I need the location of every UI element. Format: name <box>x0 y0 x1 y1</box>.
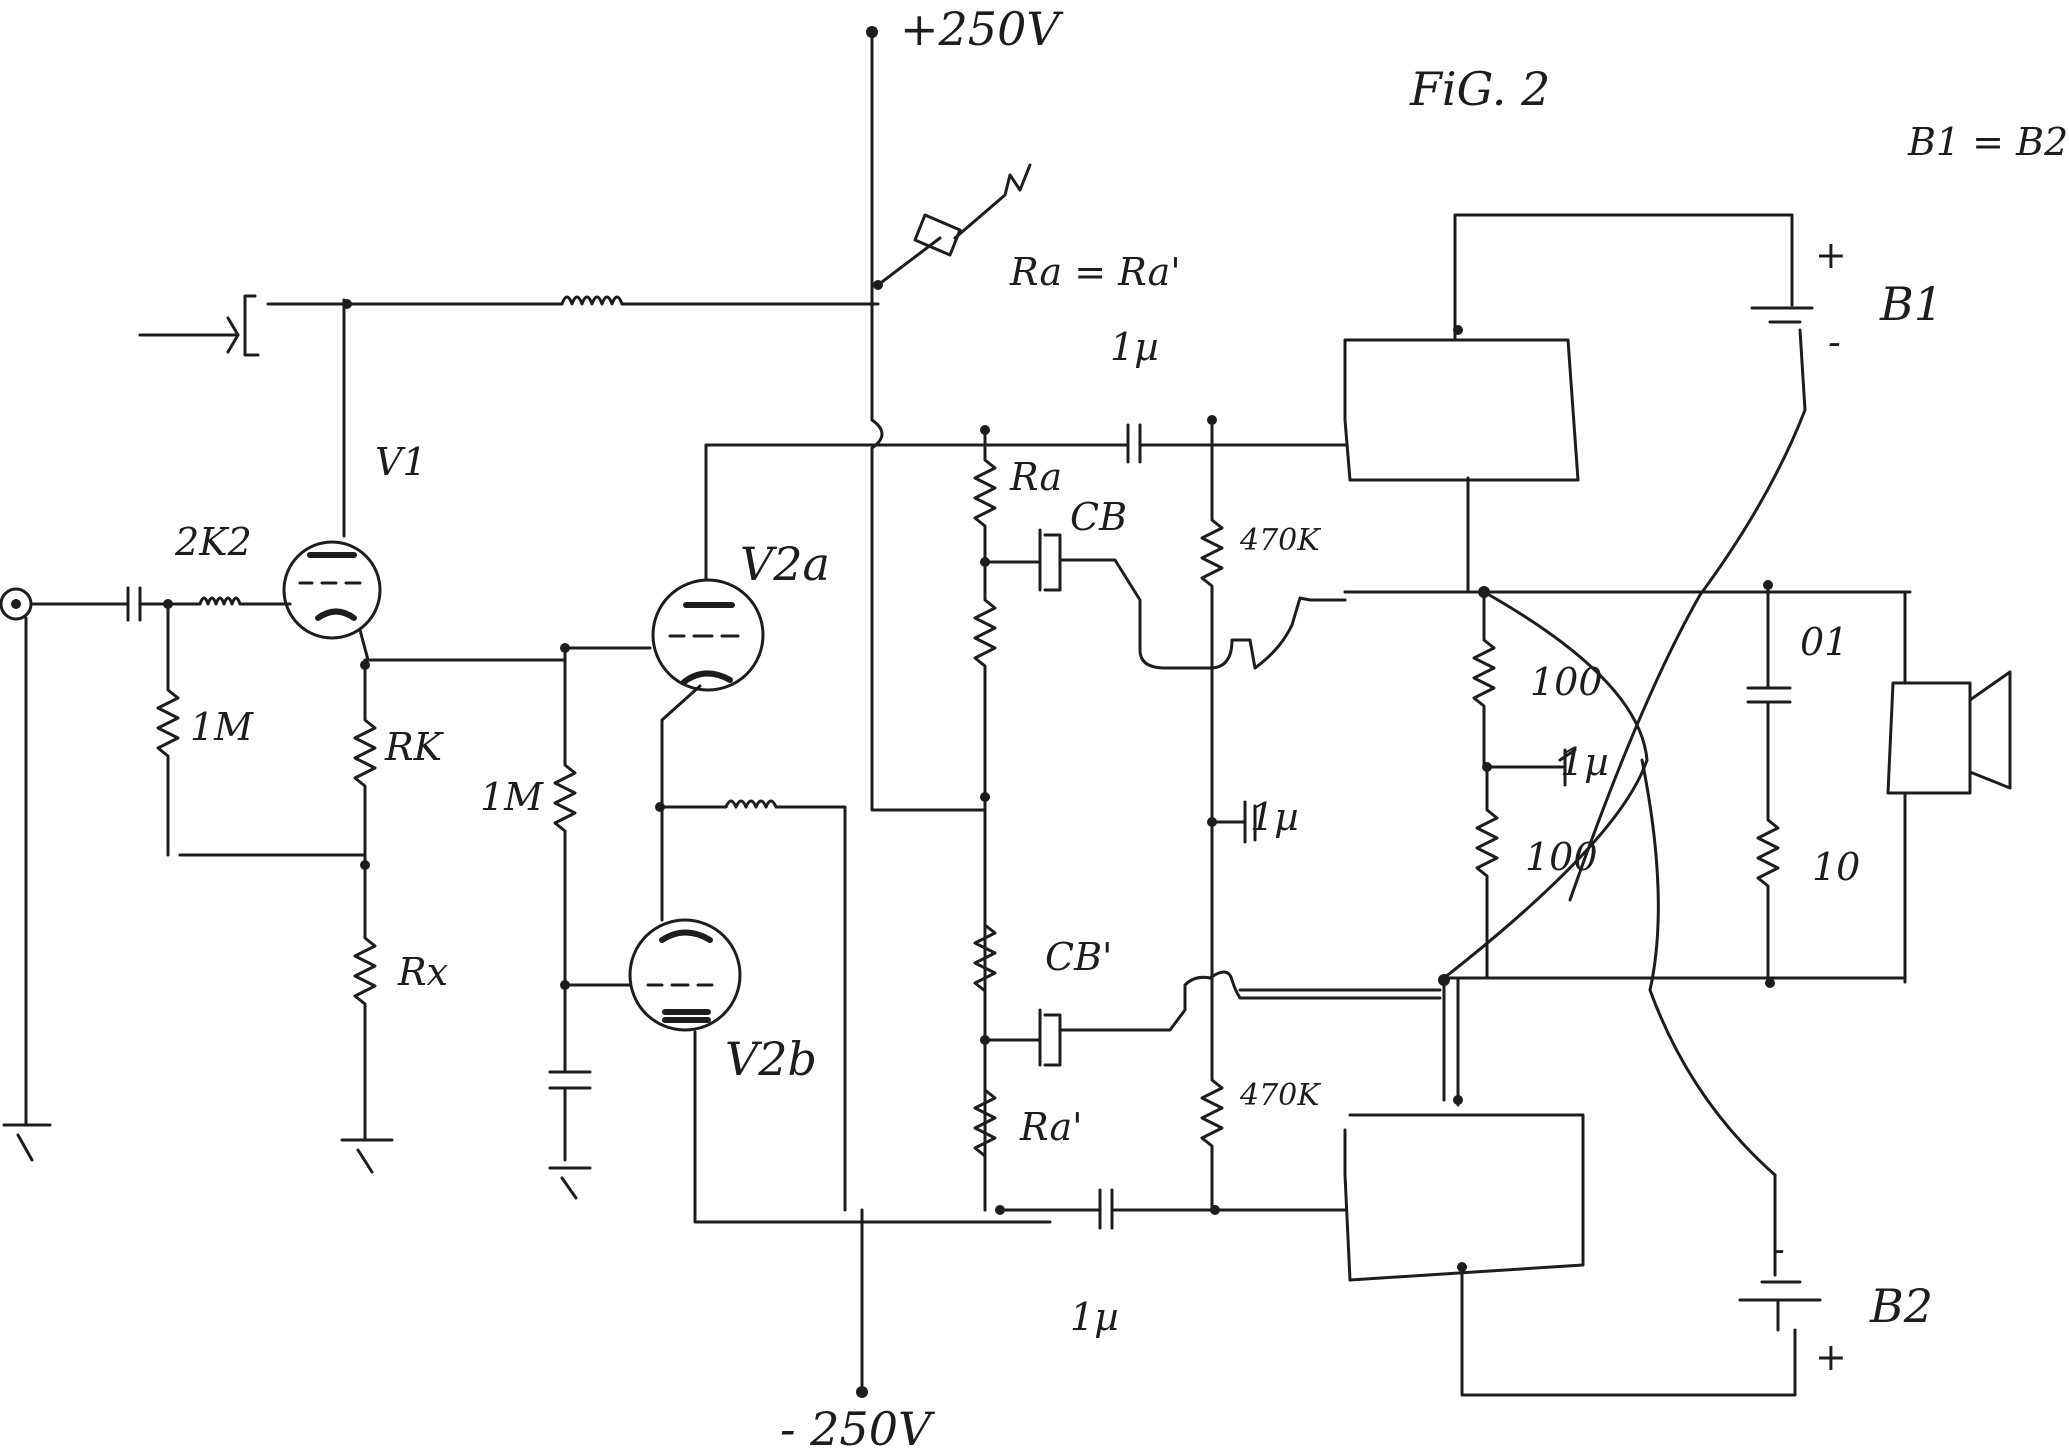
b1-minus-label: - <box>1828 320 1841 364</box>
zobel-network <box>1746 580 1792 988</box>
loudspeaker <box>1886 590 2012 984</box>
cb-label: CB <box>1070 495 1127 539</box>
rx-label: Rx <box>397 950 448 994</box>
coupling-bottom-label: 1µ <box>1070 1295 1119 1339</box>
v2-bypass-capacitor <box>548 988 592 1200</box>
v2a-label: V2a <box>740 537 830 591</box>
input-leak-resistor-1m <box>156 602 367 857</box>
b1-label: B1 <box>1879 277 1943 331</box>
v2-grid-leak-resistor-1m <box>553 646 652 992</box>
positive-rail-crossover <box>870 288 987 812</box>
battery-equality-note: B1 = B2 <box>1907 120 2068 164</box>
bias-divider-470k <box>1200 418 1347 1212</box>
v2b-tube <box>563 918 1052 1224</box>
grid-stopper-2k2 <box>166 596 292 606</box>
output-device-top <box>1343 213 1794 594</box>
v2b-label: V2b <box>725 1032 817 1086</box>
cb-prime-capacitor <box>983 970 1442 1067</box>
positive-supply-label: +250V <box>900 2 1064 56</box>
coupling-capacitor-top <box>1008 423 1347 464</box>
ra-prime-resistor <box>973 923 1005 1215</box>
negative-supply-label: - 250V <box>780 1402 936 1450</box>
input-jack <box>0 587 130 1162</box>
b2-plus-label: + <box>1815 1335 1847 1379</box>
ra-resistor <box>973 428 997 1212</box>
output-top-resistor-label: 100 <box>1530 660 1603 704</box>
battery-b1 <box>1568 213 1814 902</box>
v2a-tube <box>651 443 1012 922</box>
cathode-network <box>340 658 567 1174</box>
output-resistor-network <box>1238 586 1912 1102</box>
trim-potentiometer <box>876 163 1032 287</box>
input-leak-label: 1M <box>190 705 254 749</box>
ra-prime-label: Ra' <box>1019 1105 1083 1149</box>
output-device-bottom <box>1343 978 1797 1397</box>
positive-supply-rail <box>866 26 883 292</box>
input-top-branch <box>138 294 880 357</box>
figure-title: FiG. 2 <box>1409 62 1550 116</box>
ra-label: Ra <box>1009 455 1062 499</box>
b2-minus-label: - <box>1772 1227 1785 1271</box>
v1-tube <box>282 298 382 662</box>
zobel-cap-label: 01 <box>1800 620 1848 664</box>
coupling-top-label: 1µ <box>1110 325 1159 369</box>
input-capacitor <box>126 586 170 622</box>
cb-prime-label: CB' <box>1045 935 1112 979</box>
negative-supply-rail <box>856 1208 868 1398</box>
v2-feedback-resistor <box>658 799 847 1212</box>
zobel-resistor-label: 10 <box>1812 845 1860 889</box>
bias-mid-cap-label: 1µ <box>1250 795 1299 839</box>
v2-grid-leak-label: 1M <box>480 775 544 819</box>
v1-label: V1 <box>375 440 427 484</box>
b2-label: B2 <box>1869 1279 1933 1333</box>
rk-label: RK <box>384 725 445 769</box>
b1-plus-label: + <box>1815 233 1847 277</box>
grid-stopper-label: 2K2 <box>174 520 252 564</box>
bias-bottom-label: 470K <box>1239 1078 1321 1113</box>
bias-top-label: 470K <box>1239 523 1321 558</box>
cb-capacitor <box>983 528 1347 670</box>
output-mid-cap-label: 1µ <box>1560 740 1609 784</box>
output-bottom-resistor-label: 100 <box>1525 835 1598 879</box>
anode-equality-note: Ra = Ra' <box>1009 250 1181 294</box>
battery-b2 <box>1640 758 1822 1332</box>
